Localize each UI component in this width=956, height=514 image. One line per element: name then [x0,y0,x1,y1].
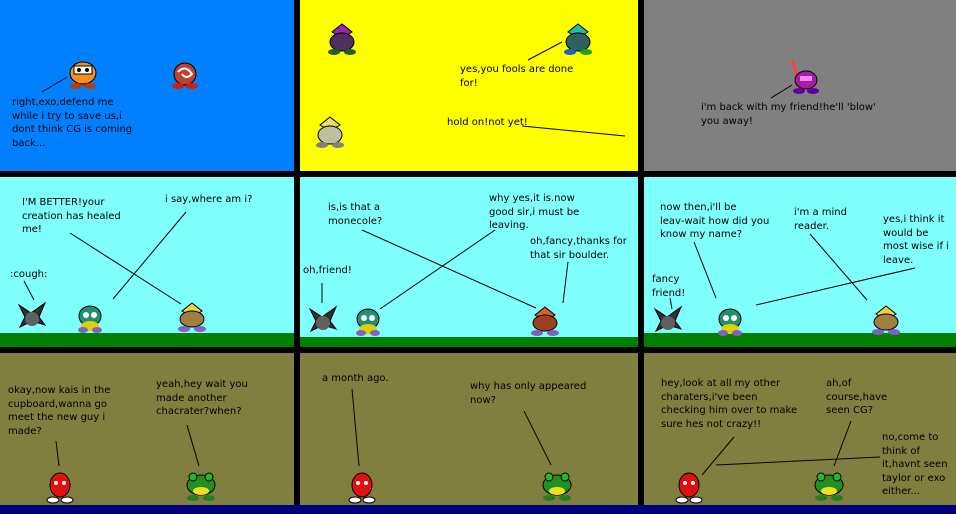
speech-text: yes,you fools are done for! [460,64,574,89]
speech-text: hey,look at all my other charaters,i've … [661,378,798,430]
teal-character-sprite [562,22,594,60]
speech-text: why yes,it is.now good sir,i must be lea… [489,193,580,231]
panel-2: yes,you fools are done for! hold on!not … [300,0,638,171]
dark-spiky-character-sprite [17,301,47,337]
yellow-character-sprite [870,304,902,340]
green-character-sprite [540,471,574,507]
orange-character-sprite [68,58,98,94]
speech-text: i'm back with my friend!he'll 'blow' you… [701,102,876,127]
panel-6: now then,i'll be leav-wait how did you k… [644,177,956,347]
teal-skull-character-sprite [353,307,383,341]
red-swirl-character-sprite [170,62,200,94]
dark-spiky-character-sprite [653,305,683,341]
panel-7: okay,now kais in the cupboard,wanna go m… [0,353,294,514]
speech-text: why has only appeared now? [470,381,587,406]
speech-text: is,is that a monecole? [328,202,383,227]
dark-spiky-character-sprite [308,305,338,341]
green-character-sprite [812,471,846,507]
speech-text: i say,where am i? [165,194,253,205]
teal-skull-character-sprite [715,307,745,341]
speech-text: a month ago. [322,373,389,384]
purple-character-with-sword-sprite [784,58,820,100]
speech-text: no,come to think of it,havnt seen taylor… [882,432,948,497]
panel-1: right,exo,defend me while i try to save … [0,0,294,171]
purple-green-character-sprite [327,22,357,60]
speech-text: ah,of course,have seen CG? [826,378,888,416]
speech-text: fancy friend! [652,274,686,299]
speech-text: I'M BETTER!your creation has healed me! [22,197,121,235]
speech-text: :cough: [10,269,48,280]
panel-9: hey,look at all my other charaters,i've … [644,353,956,514]
speech-text: i'm a mind reader. [794,207,847,232]
speech-text: okay,now kais in the cupboard,wanna go m… [8,385,111,437]
red-character-sprite [674,471,704,509]
red-character-sprite [347,471,377,509]
green-character-sprite [184,471,218,507]
speech-text: oh,friend! [303,265,352,276]
panel-5: is,is that a monecole? why yes,it is.now… [300,177,638,347]
panel-4: I'M BETTER!your creation has healed me! … [0,177,294,347]
yellow-character-sprite [176,301,208,337]
speech-text: yeah,hey wait you made another chacrater… [156,379,248,417]
speech-text: oh,fancy,thanks for that sir boulder. [530,236,627,261]
teal-skull-character-sprite [75,304,105,338]
bottom-strip [0,505,956,514]
speech-text: hold on!not yet! [447,117,528,128]
speech-text: yes,i think it would be most wise if i l… [883,214,949,266]
speech-text: right,exo,defend me while i try to save … [12,97,133,149]
red-orange-character-sprite [529,305,561,341]
yellow-character-sprite [314,115,346,153]
red-character-sprite [45,471,75,509]
panel-8: a month ago. why has only appeared now? [300,353,638,514]
panel-3: i'm back with my friend!he'll 'blow' you… [644,0,956,171]
speech-text: now then,i'll be leav-wait how did you k… [660,202,770,240]
